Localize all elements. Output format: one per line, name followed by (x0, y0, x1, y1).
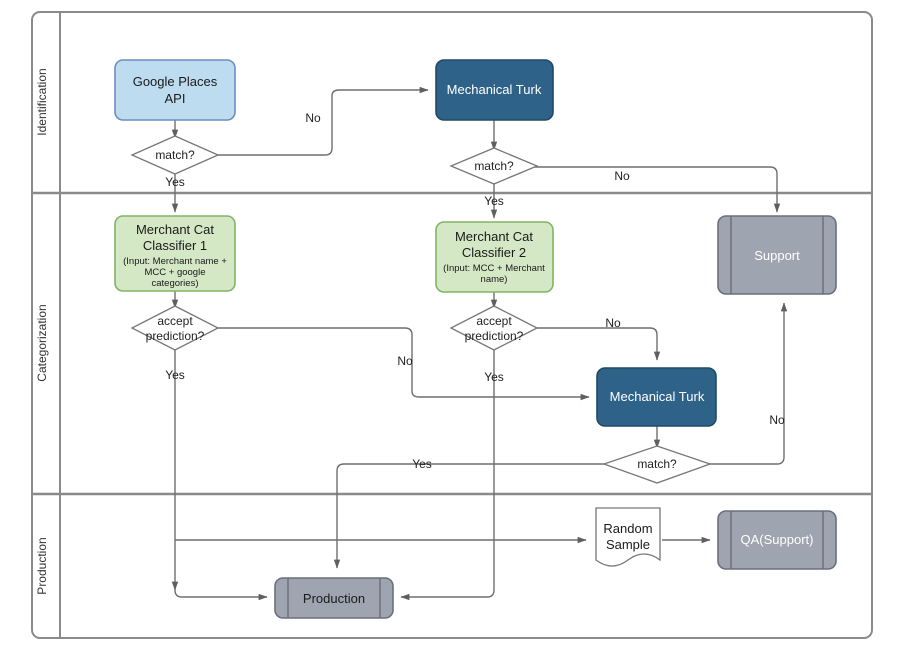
edge-label-accept1-yes: Yes (165, 368, 185, 382)
node-match-1[interactable]: match? (130, 135, 220, 175)
node-support[interactable]: Support (717, 215, 837, 295)
edge-match1-no-to-mturk1 (215, 86, 429, 156)
node-label: Google Places (133, 74, 218, 89)
edge-match3-no-to-support (709, 302, 788, 465)
node-sublabel-2: MCC + google (145, 267, 206, 278)
edge-label-accept2-yes: Yes (484, 370, 504, 384)
node-label: Random (603, 521, 652, 536)
node-match-2[interactable]: match? (449, 147, 539, 185)
edge-label-match3-no: No (769, 413, 785, 427)
node-label: Support (754, 248, 800, 263)
node-label: Mechanical Turk (447, 82, 542, 97)
edge-label-match1-no: No (305, 111, 321, 125)
node-label: Merchant Cat (136, 222, 214, 237)
edge-match2-no-to-support (534, 166, 781, 213)
node-label: match? (637, 457, 677, 471)
node-label: Mechanical Turk (610, 389, 705, 404)
node-label-line2: API (165, 91, 186, 106)
node-sublabel-1: (Input: Merchant name + (123, 256, 227, 267)
node-mechanical-turk-2[interactable]: Mechanical Turk (596, 367, 717, 427)
node-accept-prediction-2[interactable]: accept prediction? (449, 305, 539, 351)
node-sublabel-3: categories) (152, 278, 199, 289)
node-label: Merchant Cat (455, 229, 533, 244)
edge-accept2-yes-to-production (400, 348, 495, 601)
node-google-places-api[interactable]: Google Places API (114, 59, 236, 121)
node-production[interactable]: Production (274, 577, 394, 619)
node-label-line2: Sample (606, 537, 650, 552)
edge-label-match2-no: No (614, 169, 630, 183)
lane-header-categorization: Categorization (35, 304, 49, 381)
edge-label-accept1-no: No (397, 354, 413, 368)
edge-label-match2-yes: Yes (484, 194, 504, 208)
node-sublabel-1: (Input: MCC + Merchant (443, 263, 545, 274)
node-sublabel-2: name) (481, 274, 508, 285)
node-label-line2: Classifier 2 (462, 245, 526, 260)
node-label: accept (157, 314, 193, 328)
node-match-3[interactable]: match? (602, 445, 712, 484)
lane-label-identification: Identification (35, 68, 49, 135)
node-label: Production (303, 591, 365, 606)
node-label: match? (155, 148, 195, 162)
lane-label-categorization: Categorization (35, 304, 49, 381)
node-label-line2: prediction? (146, 329, 205, 343)
node-qa-support[interactable]: QA(Support) (717, 510, 837, 570)
edge-accept1-no-to-mturk2 (215, 327, 590, 401)
node-label-line2: Classifier 1 (143, 238, 207, 253)
edge-accept1-yes-into-production (174, 589, 268, 601)
node-accept-prediction-1[interactable]: accept prediction? (130, 305, 220, 351)
edge-accept2-no-to-mturk2 (534, 327, 661, 361)
edge-label-match1-yes: Yes (165, 175, 185, 189)
edges-layer (171, 86, 788, 601)
edge-match3-yes-to-production (333, 463, 605, 569)
node-label-line2: prediction? (465, 329, 524, 343)
node-label: accept (476, 314, 512, 328)
lane-label-production: Production (35, 537, 49, 594)
node-label: match? (474, 159, 514, 173)
node-mechanical-turk-1[interactable]: Mechanical Turk (435, 59, 554, 121)
edge-label-match3-yes: Yes (412, 457, 432, 471)
node-label: QA(Support) (741, 532, 814, 547)
node-merchant-cat-classifier-2[interactable]: Merchant Cat Classifier 2 (Input: MCC + … (435, 221, 554, 293)
lane-header-production: Production (35, 537, 49, 594)
edge-label-accept2-no: No (605, 316, 621, 330)
node-random-sample[interactable]: Random Sample (595, 507, 661, 567)
lane-header-identification: Identification (35, 68, 49, 135)
node-merchant-cat-classifier-1[interactable]: Merchant Cat Classifier 1 (Input: Mercha… (114, 215, 236, 292)
